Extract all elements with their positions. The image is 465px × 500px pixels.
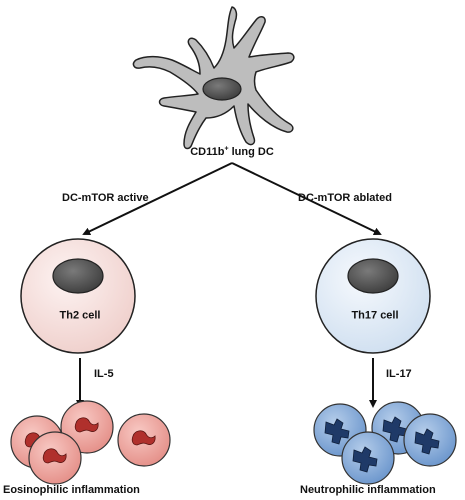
cytokine-label-il5: IL-5 bbox=[94, 368, 114, 380]
eosinophil bbox=[117, 413, 171, 467]
th17-cell-nucleus bbox=[347, 258, 399, 294]
neutrophil bbox=[313, 403, 367, 457]
eosinophil-cluster bbox=[10, 400, 171, 485]
eosinophil bbox=[60, 400, 114, 454]
dendritic-cell-body bbox=[132, 6, 295, 150]
th2-cell-nucleus bbox=[52, 258, 104, 294]
outcome-label-neutrophilic: Neutrophilic inflammation bbox=[300, 484, 436, 496]
dendritic-cell-nucleus bbox=[202, 77, 242, 101]
eosinophil bbox=[28, 431, 82, 485]
th2-cell-label: Th2 cell bbox=[59, 309, 101, 322]
th2-cell bbox=[20, 238, 136, 354]
outcome-label-eosinophilic: Eosinophilic inflammation bbox=[3, 484, 140, 496]
th17-cell bbox=[315, 238, 431, 354]
branch-label-mtor-ablated: DC-mTOR ablated bbox=[298, 192, 392, 204]
arrow-to-th17 bbox=[231, 162, 382, 236]
th17-cell-label: Th17 cell bbox=[351, 309, 399, 322]
th2-cell-body bbox=[20, 238, 136, 354]
branch-label-mtor-active: DC-mTOR active bbox=[62, 192, 149, 204]
neutrophil bbox=[403, 413, 457, 467]
cytokine-label-il17: IL-17 bbox=[386, 368, 412, 380]
neutrophil bbox=[341, 431, 395, 485]
neutrophil-cluster bbox=[313, 401, 457, 485]
dc-label: CD11b+ lung DC bbox=[190, 145, 274, 158]
th17-cell-body bbox=[315, 238, 431, 354]
arrow-to-th2 bbox=[82, 162, 233, 236]
dendritic-cell bbox=[132, 6, 295, 150]
